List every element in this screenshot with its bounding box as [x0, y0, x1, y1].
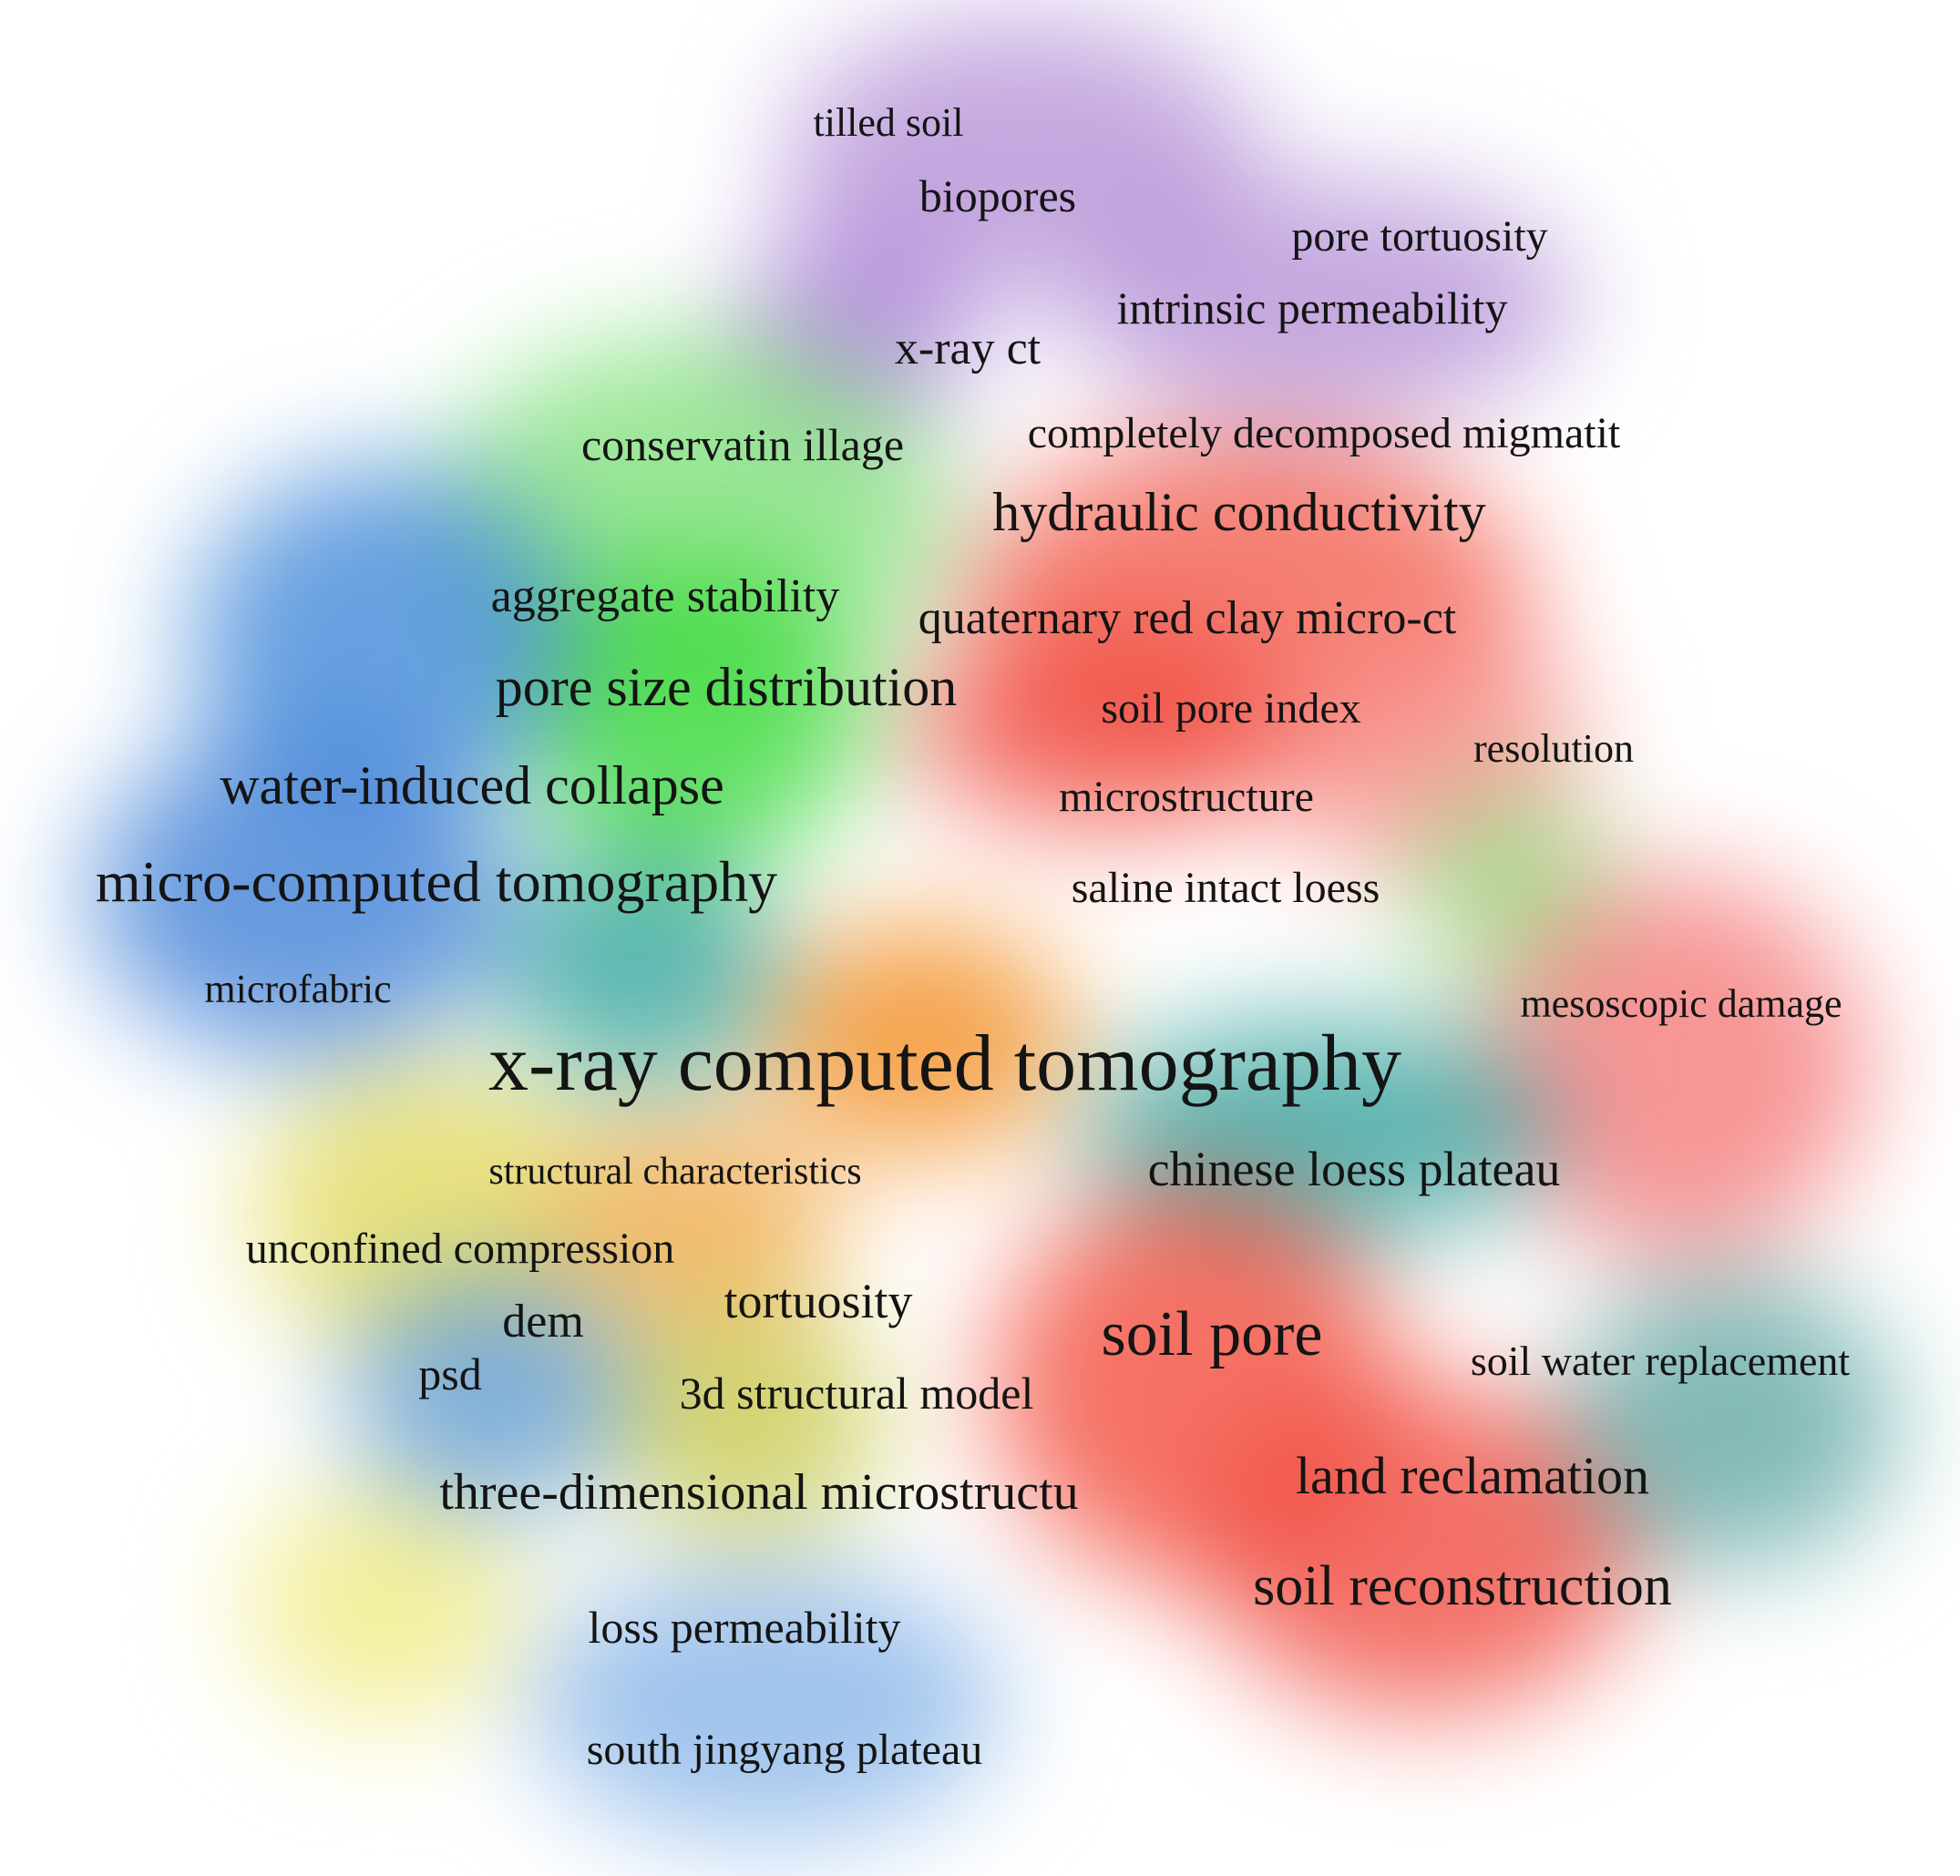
term-land-reclamation[interactable]: land reclamation: [1295, 1446, 1650, 1505]
density-blob: [1203, 1385, 1640, 1713]
density-blob: [1066, 182, 1576, 419]
term-psd[interactable]: psd: [418, 1348, 482, 1399]
term-microfabric[interactable]: microfabric: [204, 967, 392, 1011]
term-soil-water-replacement[interactable]: soil water replacement: [1470, 1338, 1851, 1384]
term-tortuosity[interactable]: tortuosity: [723, 1274, 913, 1328]
term-3d-structural-model[interactable]: 3d structural model: [679, 1368, 1034, 1419]
term-tilled-soil[interactable]: tilled soil: [813, 100, 964, 145]
term-aggregate-stability[interactable]: aggregate stability: [490, 570, 840, 622]
density-blob: [547, 1112, 838, 1330]
term-quaternary-red-clay-micro-ct[interactable]: quaternary red clay micro-ct: [918, 592, 1457, 644]
density-blob: [246, 1485, 519, 1722]
term-saline-intact-loess[interactable]: saline intact loess: [1071, 864, 1380, 912]
density-blob: [91, 729, 510, 1057]
term-soil-reconstruction[interactable]: soil reconstruction: [1253, 1555, 1672, 1617]
density-blob: [501, 847, 775, 1084]
density-blob: [1485, 875, 1868, 1257]
term-x-ray-computed-tomography[interactable]: x-ray computed tomography: [488, 1020, 1401, 1108]
term-hydraulic-conductivity[interactable]: hydraulic conductivity: [992, 482, 1486, 542]
term-pore-tortuosity[interactable]: pore tortuosity: [1291, 212, 1548, 261]
term-chinese-loess-plateau[interactable]: chinese loess plateau: [1147, 1142, 1561, 1196]
density-blob: [346, 1276, 638, 1512]
density-blob: [1567, 1276, 1895, 1567]
term-soil-pore[interactable]: soil pore: [1101, 1299, 1323, 1369]
term-microstructure[interactable]: microstructure: [1059, 773, 1314, 821]
term-unconfined-compression[interactable]: unconfined compression: [245, 1225, 675, 1273]
term-dem[interactable]: dem: [502, 1296, 584, 1348]
term-resolution[interactable]: resolution: [1473, 726, 1634, 771]
term-conservatin-illage[interactable]: conservatin illage: [580, 419, 905, 470]
term-biopores[interactable]: biopores: [918, 170, 1077, 221]
term-mesoscopic-damage[interactable]: mesoscopic damage: [1520, 981, 1842, 1026]
term-completely-decomposed-migmatit[interactable]: completely decomposed migmatit: [1027, 409, 1621, 457]
term-south-jingyang-plateau[interactable]: south jingyang plateau: [586, 1726, 983, 1774]
density-blob: [911, 629, 1312, 829]
term-water-induced-collapse[interactable]: water-induced collapse: [220, 755, 724, 815]
density-blob: [611, 1303, 884, 1540]
term-soil-pore-index[interactable]: soil pore index: [1101, 684, 1361, 733]
term-x-ray-ct[interactable]: x-ray ct: [894, 323, 1042, 374]
density-blob: [765, 920, 1075, 1157]
term-intrinsic-permeability[interactable]: intrinsic permeability: [1116, 282, 1508, 333]
term-three-dimensional-microstructu[interactable]: three-dimensional microstructu: [439, 1464, 1079, 1521]
term-loss-permeability[interactable]: loss permeability: [588, 1602, 901, 1653]
term-pore-size-distribution[interactable]: pore size distribution: [495, 657, 958, 717]
density-blob: [528, 1567, 1002, 1840]
density-blob: [519, 556, 866, 866]
term-structural-characteristics[interactable]: structural characteristics: [488, 1151, 862, 1193]
term-micro-computed-tomography[interactable]: micro-computed tomography: [95, 849, 778, 914]
